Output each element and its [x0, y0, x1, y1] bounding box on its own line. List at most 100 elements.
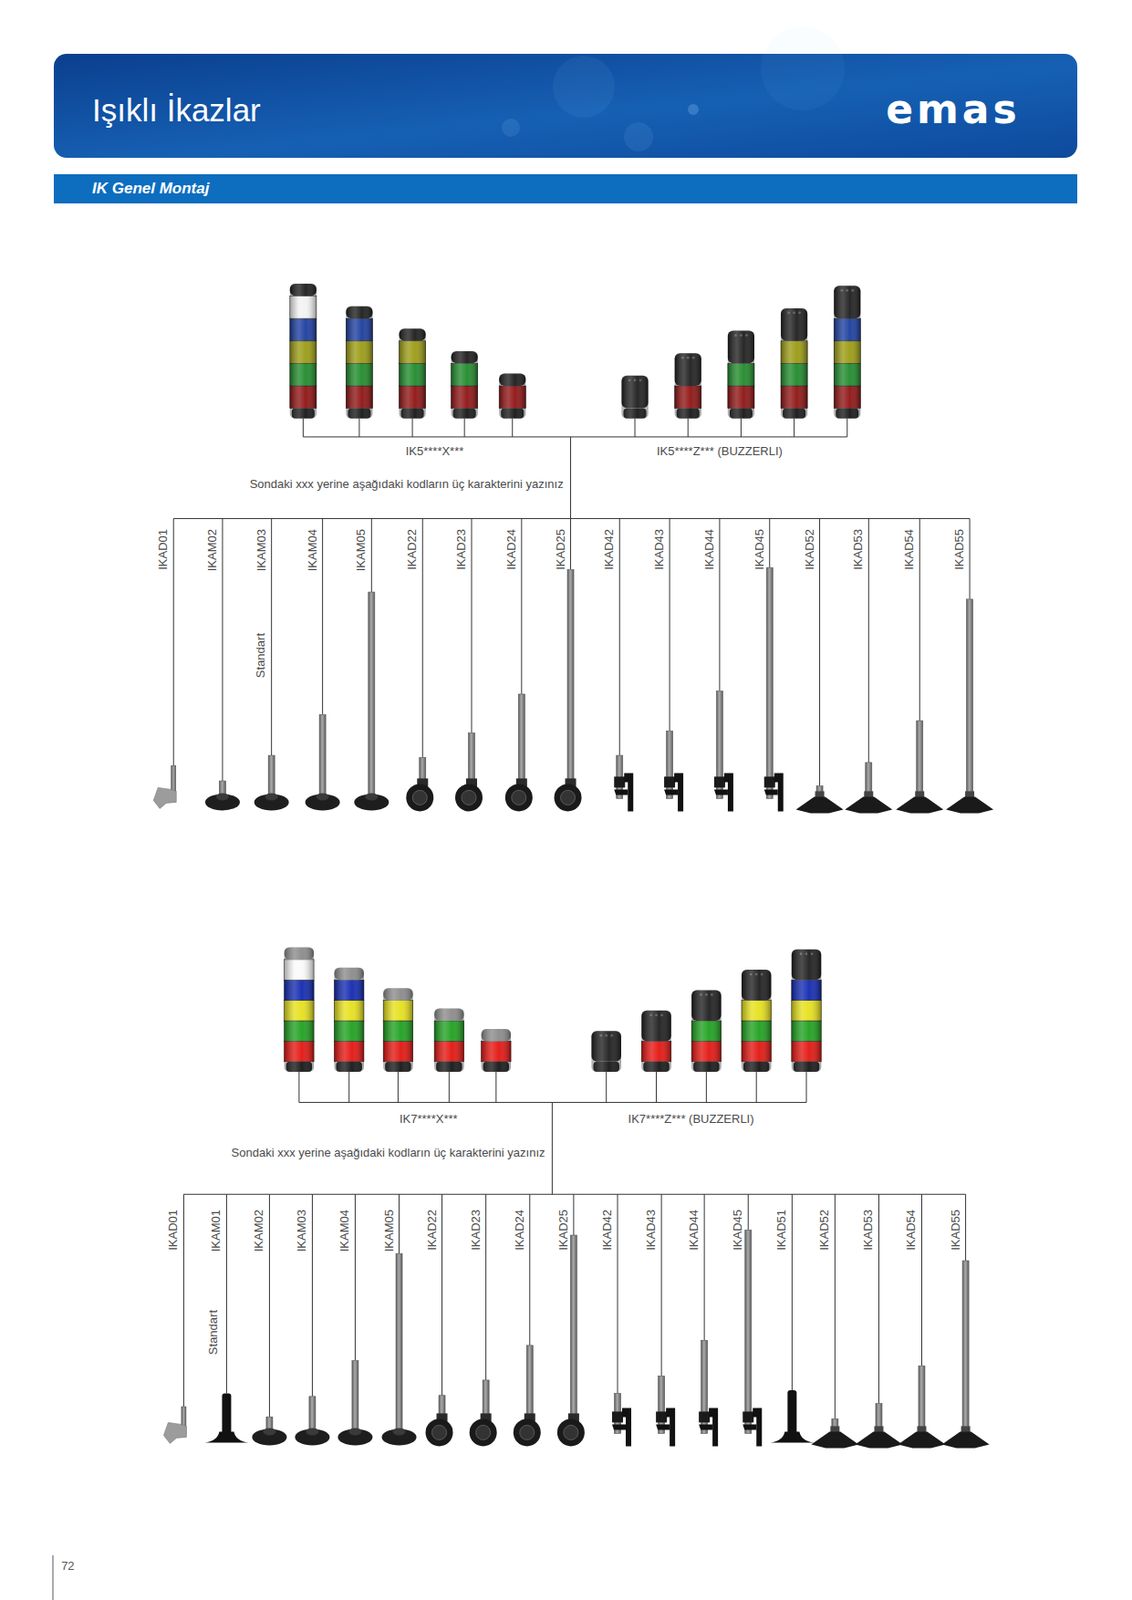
- disc-base: [294, 1428, 330, 1445]
- drop-line: [173, 518, 175, 766]
- mount-bracket: [513, 1345, 541, 1447]
- tower-shading: [434, 1008, 464, 1072]
- disc-hub: [364, 792, 378, 800]
- tower-shading: [333, 967, 364, 1072]
- drop-line: [485, 1194, 487, 1381]
- tower-shading: [383, 987, 413, 1072]
- part-code: IKAM05: [383, 1209, 397, 1252]
- drop-line: [619, 518, 621, 756]
- signal-tower: [727, 331, 755, 419]
- page-rule: [52, 1555, 54, 1600]
- part-code: IKAD42: [601, 1209, 615, 1251]
- drop-line: [669, 518, 671, 731]
- l-bracket-arm: [664, 789, 678, 795]
- clamp-block: [764, 776, 776, 788]
- tower-shading: [290, 283, 317, 419]
- mount-rod: [319, 714, 326, 799]
- part-code: IKAD55: [949, 1209, 964, 1251]
- drop-line: [768, 518, 770, 568]
- mount-bracket: [764, 567, 784, 811]
- bracket-line: [740, 418, 742, 437]
- flange-base: [844, 796, 893, 813]
- bracket-line: [806, 1071, 808, 1103]
- flange-base: [810, 1431, 859, 1448]
- part-code: IKAM01: [209, 1209, 224, 1252]
- disc-hub: [262, 1427, 276, 1435]
- mount-bracket: [405, 757, 434, 811]
- part-code: Standart: [207, 1309, 221, 1355]
- mount-bracket: [613, 755, 634, 811]
- tree-line: [570, 436, 572, 520]
- bracket-line: [348, 1071, 350, 1103]
- part-code: IKAD42: [602, 529, 617, 571]
- l-bracket-arm: [742, 1423, 757, 1430]
- signal-tower: [383, 987, 413, 1072]
- bracket-line: [448, 1071, 450, 1103]
- signal-tower: [691, 989, 721, 1072]
- signal-tower: [290, 283, 317, 419]
- mount-rod: [368, 591, 375, 799]
- clamp-ring: [519, 1424, 535, 1440]
- drop-line: [354, 1194, 356, 1361]
- drop-line: [398, 1194, 400, 1254]
- clamp-ring: [511, 789, 527, 805]
- clamp-ring: [563, 1424, 579, 1440]
- bracket-line: [495, 1071, 497, 1103]
- part-code: IKAD44: [687, 1209, 702, 1251]
- mount-rod: [918, 1365, 925, 1434]
- l-bracket-arm: [698, 1423, 713, 1430]
- round-clamp: [513, 1418, 541, 1446]
- header-glow: [552, 55, 615, 118]
- mount-bracket: [844, 762, 893, 813]
- drop-line: [718, 518, 720, 691]
- clamp-block: [612, 1411, 624, 1423]
- part-code: IKAD52: [818, 1209, 832, 1251]
- drop-line: [422, 518, 424, 758]
- mount-rod: [916, 720, 924, 799]
- tower-shading: [498, 373, 526, 419]
- drop-line: [661, 1194, 663, 1376]
- tower-shading: [833, 285, 861, 418]
- bracket-line: [846, 418, 848, 437]
- signal-tower: [675, 353, 702, 419]
- part-code: IKAD24: [505, 529, 520, 571]
- disc-hub: [305, 1427, 319, 1435]
- flange-base: [895, 796, 944, 813]
- part-code: IKAM02: [252, 1209, 267, 1252]
- drop-line: [183, 1194, 185, 1407]
- drop-line: [520, 518, 522, 694]
- tree-line: [551, 1102, 553, 1195]
- signal-tower: [284, 946, 314, 1072]
- part-code: IKAD01: [156, 529, 171, 571]
- part-code: IKAD53: [861, 1209, 876, 1251]
- flange-base: [942, 1431, 990, 1448]
- tower-shading: [691, 989, 721, 1072]
- mount-rod: [567, 569, 574, 799]
- clamp-block: [698, 1411, 710, 1423]
- part-code: IKAD45: [753, 529, 768, 571]
- mount-bracket: [554, 569, 582, 811]
- disc-base: [251, 1428, 287, 1445]
- drop-line: [226, 1194, 228, 1393]
- mount-bracket: [425, 1395, 454, 1447]
- mount-bracket: [942, 1260, 990, 1448]
- mount-bracket: [655, 1375, 676, 1446]
- clamp-ring: [412, 789, 427, 805]
- part-code: IKAD22: [405, 529, 420, 571]
- bracket-line: [655, 1071, 657, 1103]
- header-glow: [687, 103, 699, 115]
- bell-base: [204, 1431, 249, 1443]
- mount-bracket: [469, 1380, 498, 1446]
- mount-bracket: [153, 765, 177, 809]
- page-number: 72: [61, 1559, 74, 1574]
- drop-line: [921, 1194, 923, 1366]
- part-code: IKAD23: [469, 1209, 484, 1251]
- signal-tower: [451, 351, 478, 419]
- tower-shading: [284, 946, 314, 1072]
- clamp-block: [613, 776, 625, 788]
- section-heading: IK Genel Montaj: [92, 179, 209, 198]
- tower-shading: [621, 375, 648, 419]
- mount-rod: [395, 1253, 403, 1434]
- drop-line: [371, 518, 373, 592]
- drop-line: [819, 518, 821, 786]
